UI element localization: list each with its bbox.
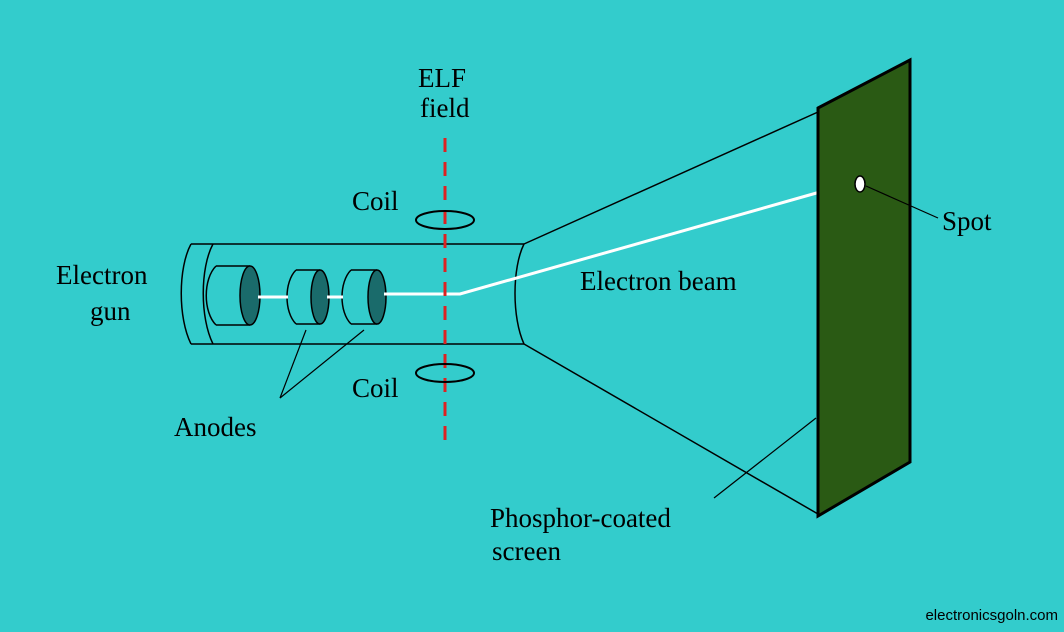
- coil-top-ring: [415, 210, 475, 230]
- tube-flare: [514, 111, 819, 515]
- electron-gun-label-line1: Electron: [56, 260, 148, 290]
- leader-lines: [279, 185, 939, 499]
- anodes-label: Anodes: [174, 412, 257, 442]
- tube-neck: [180, 243, 524, 345]
- anode-1: [286, 269, 330, 325]
- coil-bottom-ring: [415, 363, 475, 383]
- electron-gun-label-line2: gun: [90, 296, 131, 326]
- elf-label-line1: ELF: [418, 63, 466, 93]
- elf-label-line2: field: [420, 93, 470, 123]
- phosphor-screen: [816, 57, 912, 519]
- electron-gun-cylinder: [205, 265, 261, 326]
- screen-label-line1: Phosphor-coated: [490, 503, 671, 533]
- electron-beam-label: Electron beam: [580, 266, 737, 296]
- watermark: electronicsgoln.com: [925, 607, 1058, 624]
- screen-label-line2: screen: [492, 536, 561, 566]
- spot-marker: [854, 175, 866, 193]
- coil-bottom-label: Coil: [352, 373, 399, 403]
- electron-beam-line: [384, 190, 821, 296]
- spot-label: Spot: [942, 206, 992, 236]
- coil-top-label: Coil: [352, 186, 399, 216]
